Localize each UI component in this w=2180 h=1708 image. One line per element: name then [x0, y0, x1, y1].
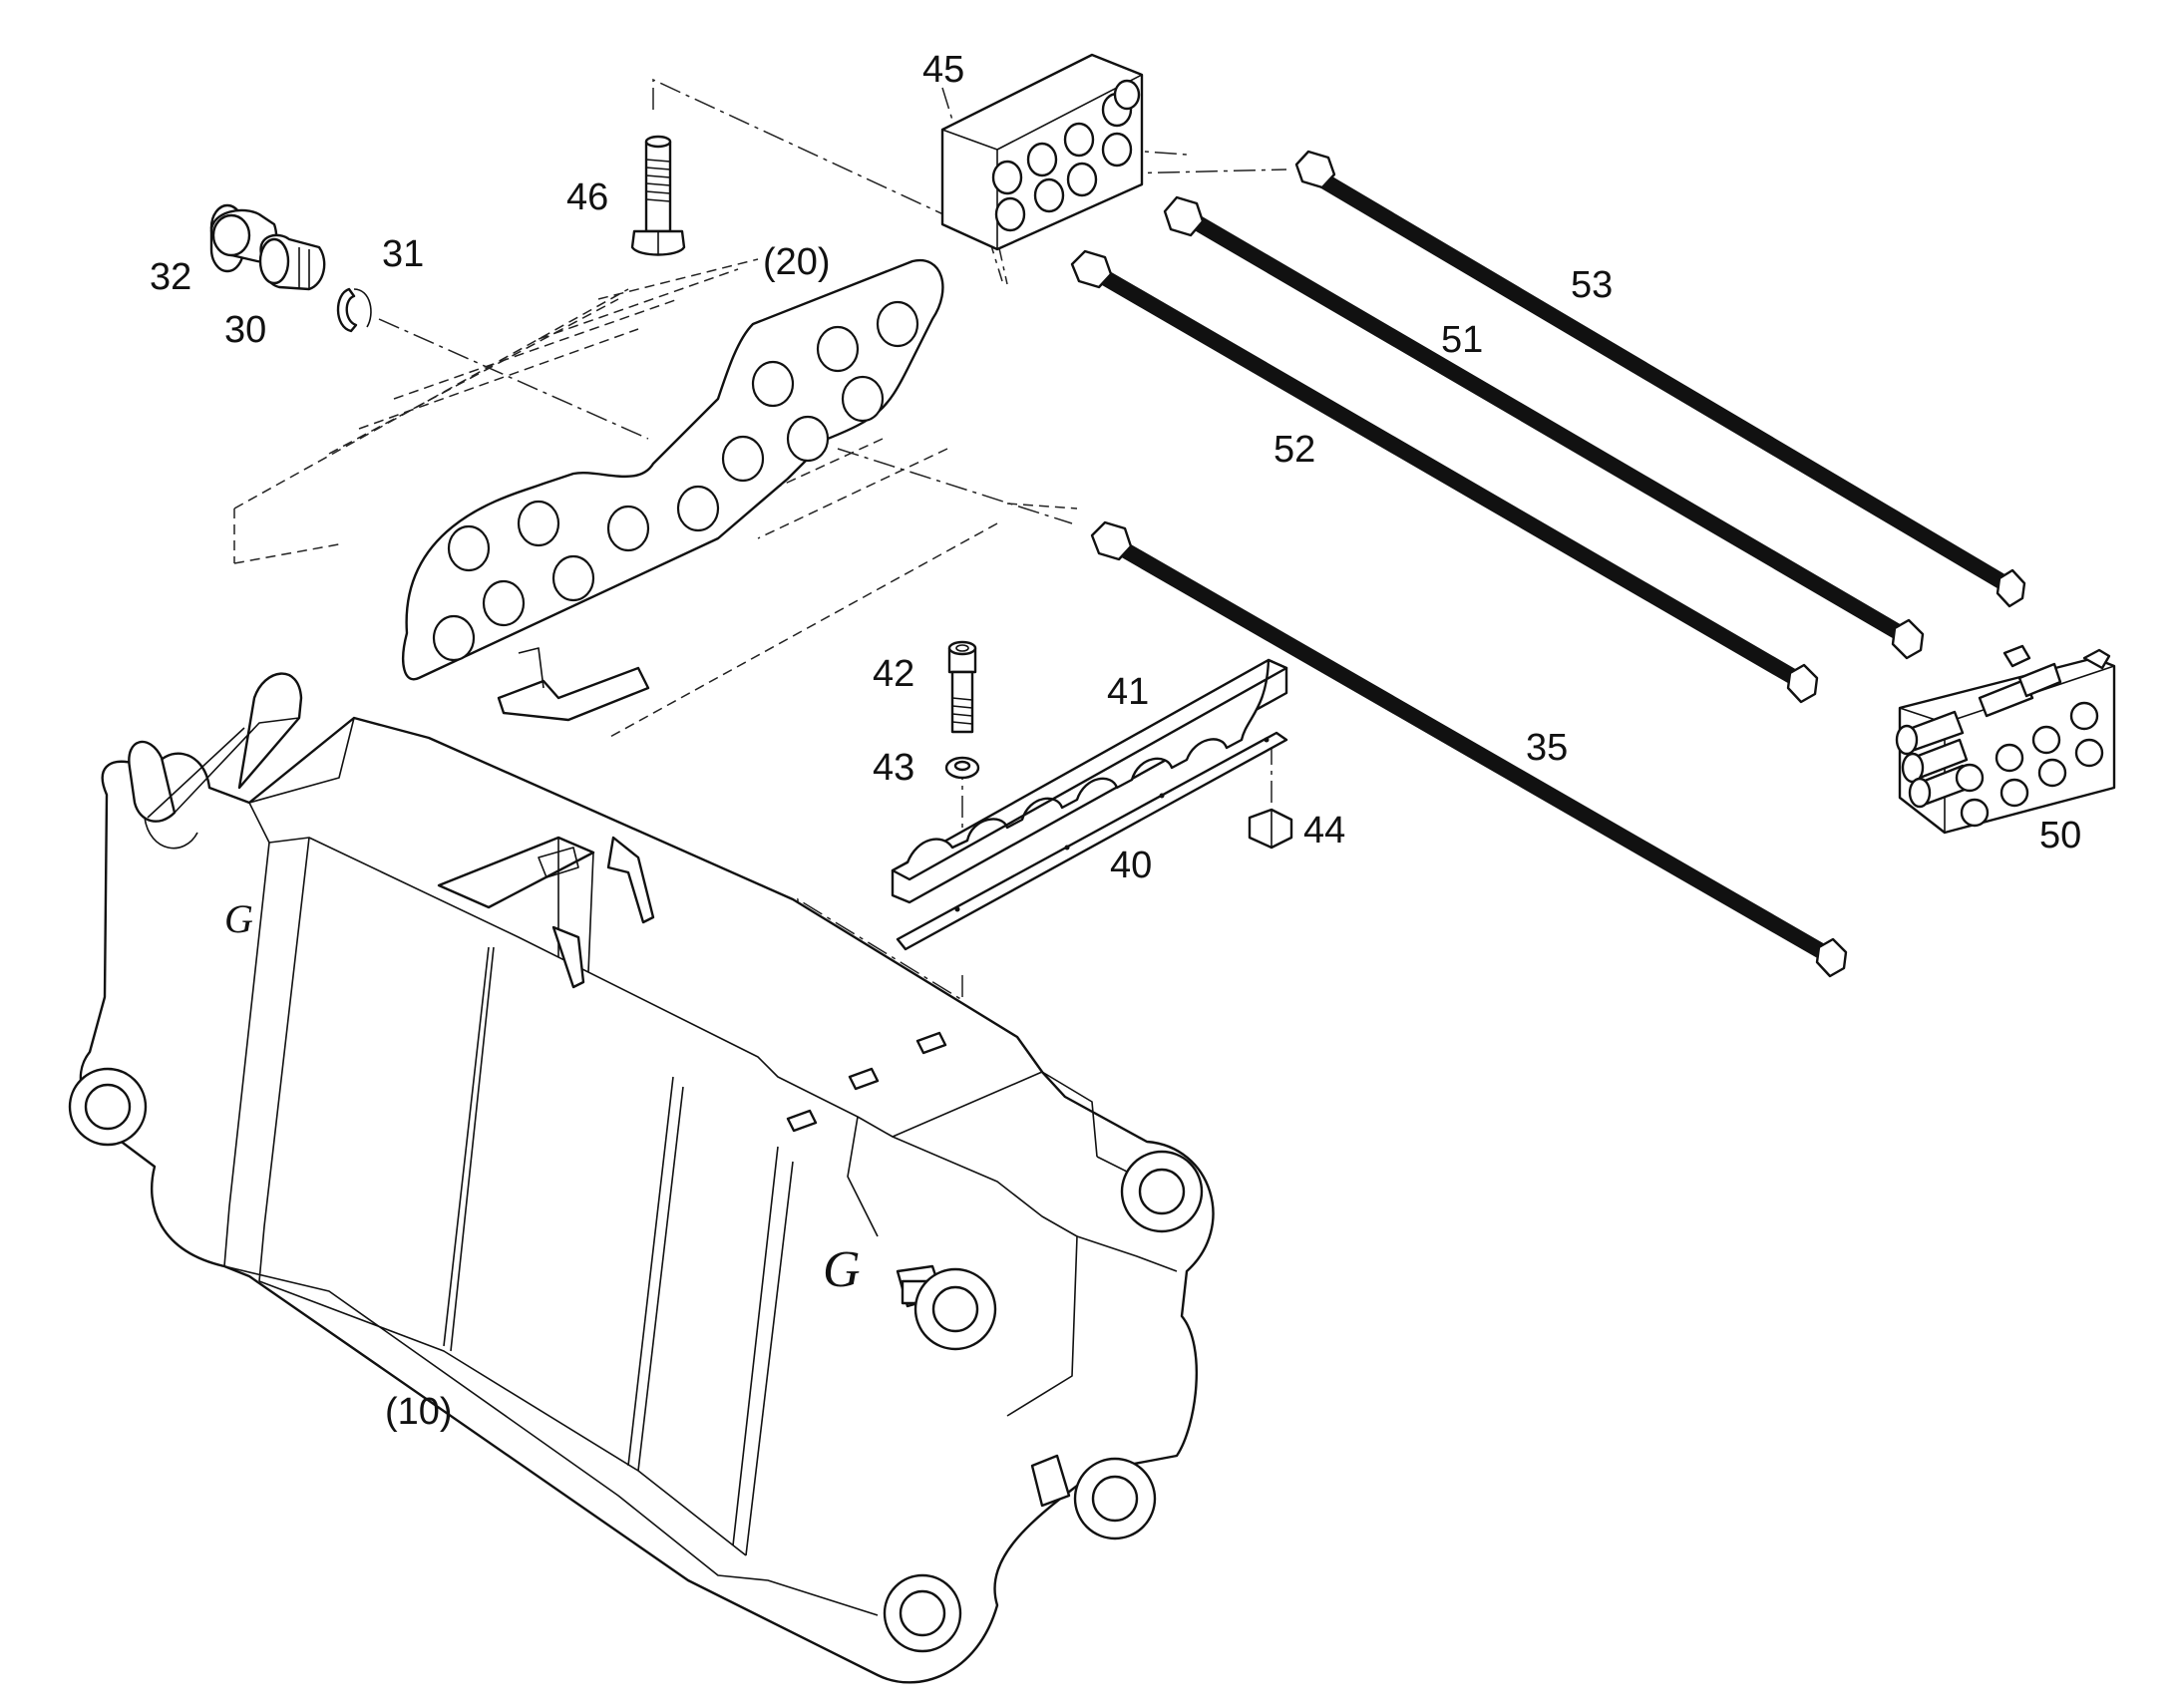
- svg-text:G: G: [224, 896, 253, 941]
- callout-35: 35: [1526, 727, 1568, 769]
- pin-boss-right-top: [1120, 1150, 1204, 1233]
- callout-52: 52: [1273, 429, 1315, 471]
- valve-block-part-50: [1895, 644, 2116, 835]
- mounting-plate-part-20: [402, 258, 944, 722]
- snap-ring-part-31: [336, 287, 372, 333]
- callout-44: 44: [1303, 810, 1345, 852]
- washer-part-43: [944, 756, 980, 780]
- callout-30: 30: [224, 309, 266, 351]
- pin-boss-bottom: [883, 1573, 962, 1653]
- svg-text:G: G: [823, 1241, 861, 1298]
- callout-40: 40: [1110, 845, 1152, 886]
- clamp-rail-part-41: [891, 658, 1288, 904]
- callout-labels: 45 46 (20) 31 32 30 53 51 52 42 41 43 35…: [150, 49, 2081, 1433]
- hose-part-53: [1294, 150, 2026, 608]
- nut-part-44: [1248, 808, 1293, 850]
- callout-45: 45: [922, 49, 964, 91]
- callout-32: 32: [150, 256, 191, 298]
- block-port-set: [991, 79, 1141, 232]
- pin-boss-right-bottom: [1073, 1457, 1157, 1540]
- flat-strip-part-40: [896, 731, 1288, 951]
- fitting-part-30: [258, 233, 326, 291]
- callout-50: 50: [2039, 815, 2081, 856]
- hose-part-52: [1070, 249, 1819, 704]
- callout-53: 53: [1571, 264, 1613, 306]
- screw-part-42: [947, 640, 977, 734]
- callout-10: (10): [385, 1391, 453, 1433]
- callout-41: 41: [1107, 671, 1149, 713]
- distributor-block-part-45: [940, 53, 1144, 251]
- hose-part-51: [1163, 195, 1925, 660]
- bolt-part-46: [630, 135, 686, 256]
- hose-part-35: [1090, 520, 1848, 978]
- callout-43: 43: [873, 747, 914, 789]
- callout-51: 51: [1441, 319, 1483, 361]
- pin-boss-left: [68, 1067, 148, 1147]
- callout-46: 46: [566, 176, 608, 218]
- pin-boss-mid: [913, 1267, 997, 1351]
- boom-arm-part-10: G G: [68, 672, 1215, 1684]
- callout-20: (20): [763, 241, 831, 283]
- callout-31: 31: [382, 233, 424, 275]
- callout-42: 42: [873, 653, 914, 695]
